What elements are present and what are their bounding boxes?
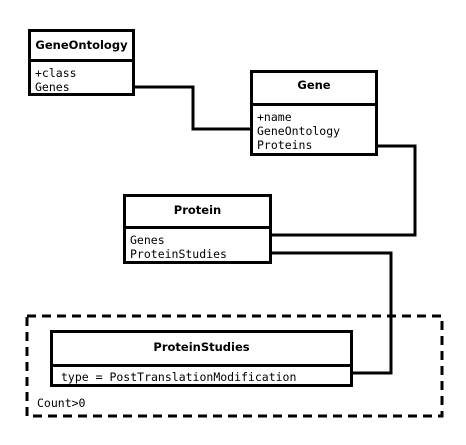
attribute-geneontology: GeneOntology	[257, 124, 341, 138]
class-geneontology-attributes: +class Genes	[31, 62, 132, 94]
association-gene-protein	[270, 144, 417, 237]
class-geneontology-title: GeneOntology	[31, 32, 132, 62]
attribute-class: +class	[35, 66, 77, 80]
attribute-genes: Genes	[35, 80, 70, 94]
attribute-genes: Genes	[130, 233, 165, 247]
class-gene-attributes: +name GeneOntology Proteins	[253, 106, 375, 152]
class-proteinstudies-title: ProteinStudies	[53, 333, 350, 367]
class-protein: Protein Genes ProteinStudies	[123, 194, 272, 264]
attribute-proteins: Proteins	[257, 138, 313, 152]
class-protein-attributes: Genes ProteinStudies	[126, 229, 269, 261]
attribute-name: +name	[257, 110, 292, 124]
class-protein-title: Protein	[126, 197, 269, 229]
class-proteinstudies: ProteinStudies type = PostTranslationMod…	[50, 330, 353, 387]
constraint-label: Count>0	[37, 396, 86, 410]
attribute-type: type = PostTranslationModification	[61, 370, 297, 384]
class-gene-title: Gene	[253, 73, 375, 106]
class-geneontology: GeneOntology +class Genes	[28, 29, 135, 96]
attribute-proteinstudies: ProteinStudies	[130, 247, 227, 261]
association-protein-proteinstudies	[270, 251, 393, 375]
association-geneontology-gene	[134, 85, 251, 131]
class-proteinstudies-attributes: type = PostTranslationModification	[53, 367, 350, 384]
constraint-frame	[25, 314, 444, 418]
class-gene: Gene +name GeneOntology Proteins	[250, 70, 378, 156]
